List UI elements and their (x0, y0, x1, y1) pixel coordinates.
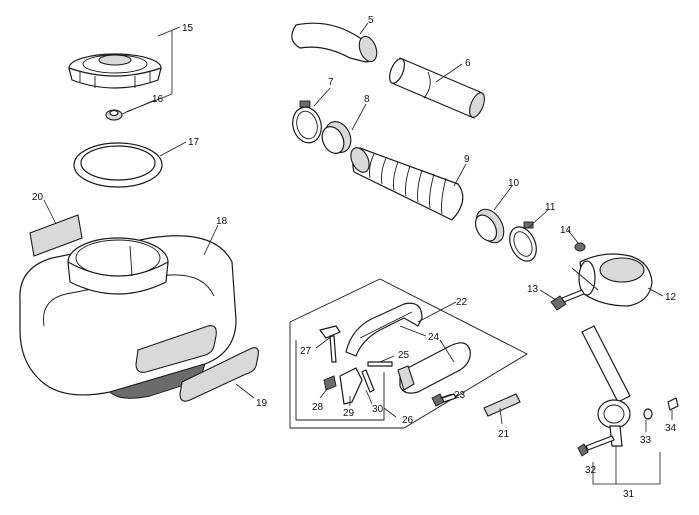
callout-34: 34 (665, 423, 677, 434)
part-5-curved-hose (291, 22, 378, 63)
part-14-nut (574, 242, 586, 252)
callout-labels: 15 16 17 18 19 20 5 6 7 8 9 10 11 12 13 … (32, 15, 677, 500)
part-19-label (179, 347, 259, 402)
callout-7: 7 (328, 77, 334, 88)
part-29-latch (339, 367, 363, 405)
callout-11: 11 (545, 202, 556, 213)
callout-12: 12 (665, 292, 677, 303)
part-6-tube (389, 57, 485, 119)
callout-17: 17 (188, 137, 200, 148)
callout-22: 22 (456, 297, 468, 308)
part-30-pin (361, 369, 375, 393)
callout-16: 16 (152, 94, 164, 105)
callout-15: 15 (182, 23, 194, 34)
part-17-gasket (73, 142, 163, 188)
callout-23: 23 (454, 390, 466, 401)
part-25-pin (367, 361, 393, 367)
callout-30: 30 (372, 404, 384, 415)
callout-6: 6 (465, 58, 471, 69)
part-34-nut (667, 397, 679, 411)
part-9-bellows (350, 147, 464, 221)
part-12-elbow (571, 253, 653, 307)
part-20-label (29, 214, 83, 257)
part-33-washer (643, 408, 653, 420)
callout-33: 33 (640, 435, 652, 446)
callout-9: 9 (464, 154, 470, 165)
part-24-bracket (345, 302, 423, 357)
part-18-tank (19, 235, 237, 399)
part-26-subframe (295, 340, 385, 421)
callout-27: 27 (300, 346, 312, 357)
bracket-kit-frame (289, 278, 528, 429)
part-22-strap (397, 342, 471, 394)
callout-8: 8 (364, 94, 370, 105)
part-32-bolt (577, 435, 615, 457)
part-16-nut (105, 109, 123, 121)
part-8-coupling (321, 121, 352, 154)
part-31-handle (581, 325, 631, 447)
callout-5: 5 (368, 15, 374, 26)
callout-10: 10 (508, 178, 520, 189)
callout-21: 21 (498, 429, 510, 440)
part-27-pivot (319, 325, 341, 363)
callout-25: 25 (398, 350, 410, 361)
leader-lines (43, 22, 673, 485)
callout-20: 20 (32, 192, 44, 203)
callout-14: 14 (560, 225, 572, 236)
part-28-block (323, 375, 337, 391)
part-11-clamp (509, 221, 537, 262)
callout-26: 26 (402, 415, 414, 426)
part-10-ring (474, 208, 505, 244)
callout-24: 24 (428, 332, 440, 343)
part-7-clamp (292, 100, 322, 144)
callout-18: 18 (216, 216, 228, 227)
part-21-label (483, 393, 521, 417)
callout-28: 28 (312, 402, 324, 413)
callout-19: 19 (256, 398, 268, 409)
callout-29: 29 (343, 408, 355, 419)
part-23-bolt (431, 393, 457, 407)
callout-32: 32 (585, 465, 597, 476)
callout-31: 31 (623, 489, 635, 500)
callout-13: 13 (527, 284, 539, 295)
part-15-tank-lid (68, 53, 162, 89)
